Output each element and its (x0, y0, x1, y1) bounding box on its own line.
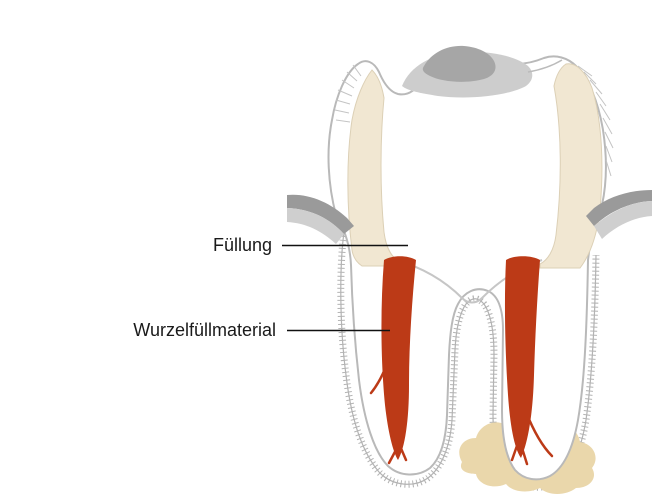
gum-left-dark (287, 194, 354, 234)
gum-left-light (287, 208, 344, 244)
enamel-hatching-left (334, 64, 362, 123)
dentin-right (539, 63, 603, 269)
gum-right-dark (586, 190, 652, 226)
gum-left (287, 194, 354, 244)
enamel-hatching-right (577, 65, 614, 177)
gum-right-light (594, 201, 652, 239)
filling-label: Füllung (212, 235, 272, 255)
occlusal-groove-line (527, 59, 563, 73)
root-filling-label: Wurzelfüllmaterial (133, 320, 276, 340)
root-canal-filling-left (369, 256, 416, 465)
gum-right (586, 190, 652, 239)
root-canal-filling-right (504, 256, 554, 466)
occlusal-filling-dark (422, 45, 496, 82)
